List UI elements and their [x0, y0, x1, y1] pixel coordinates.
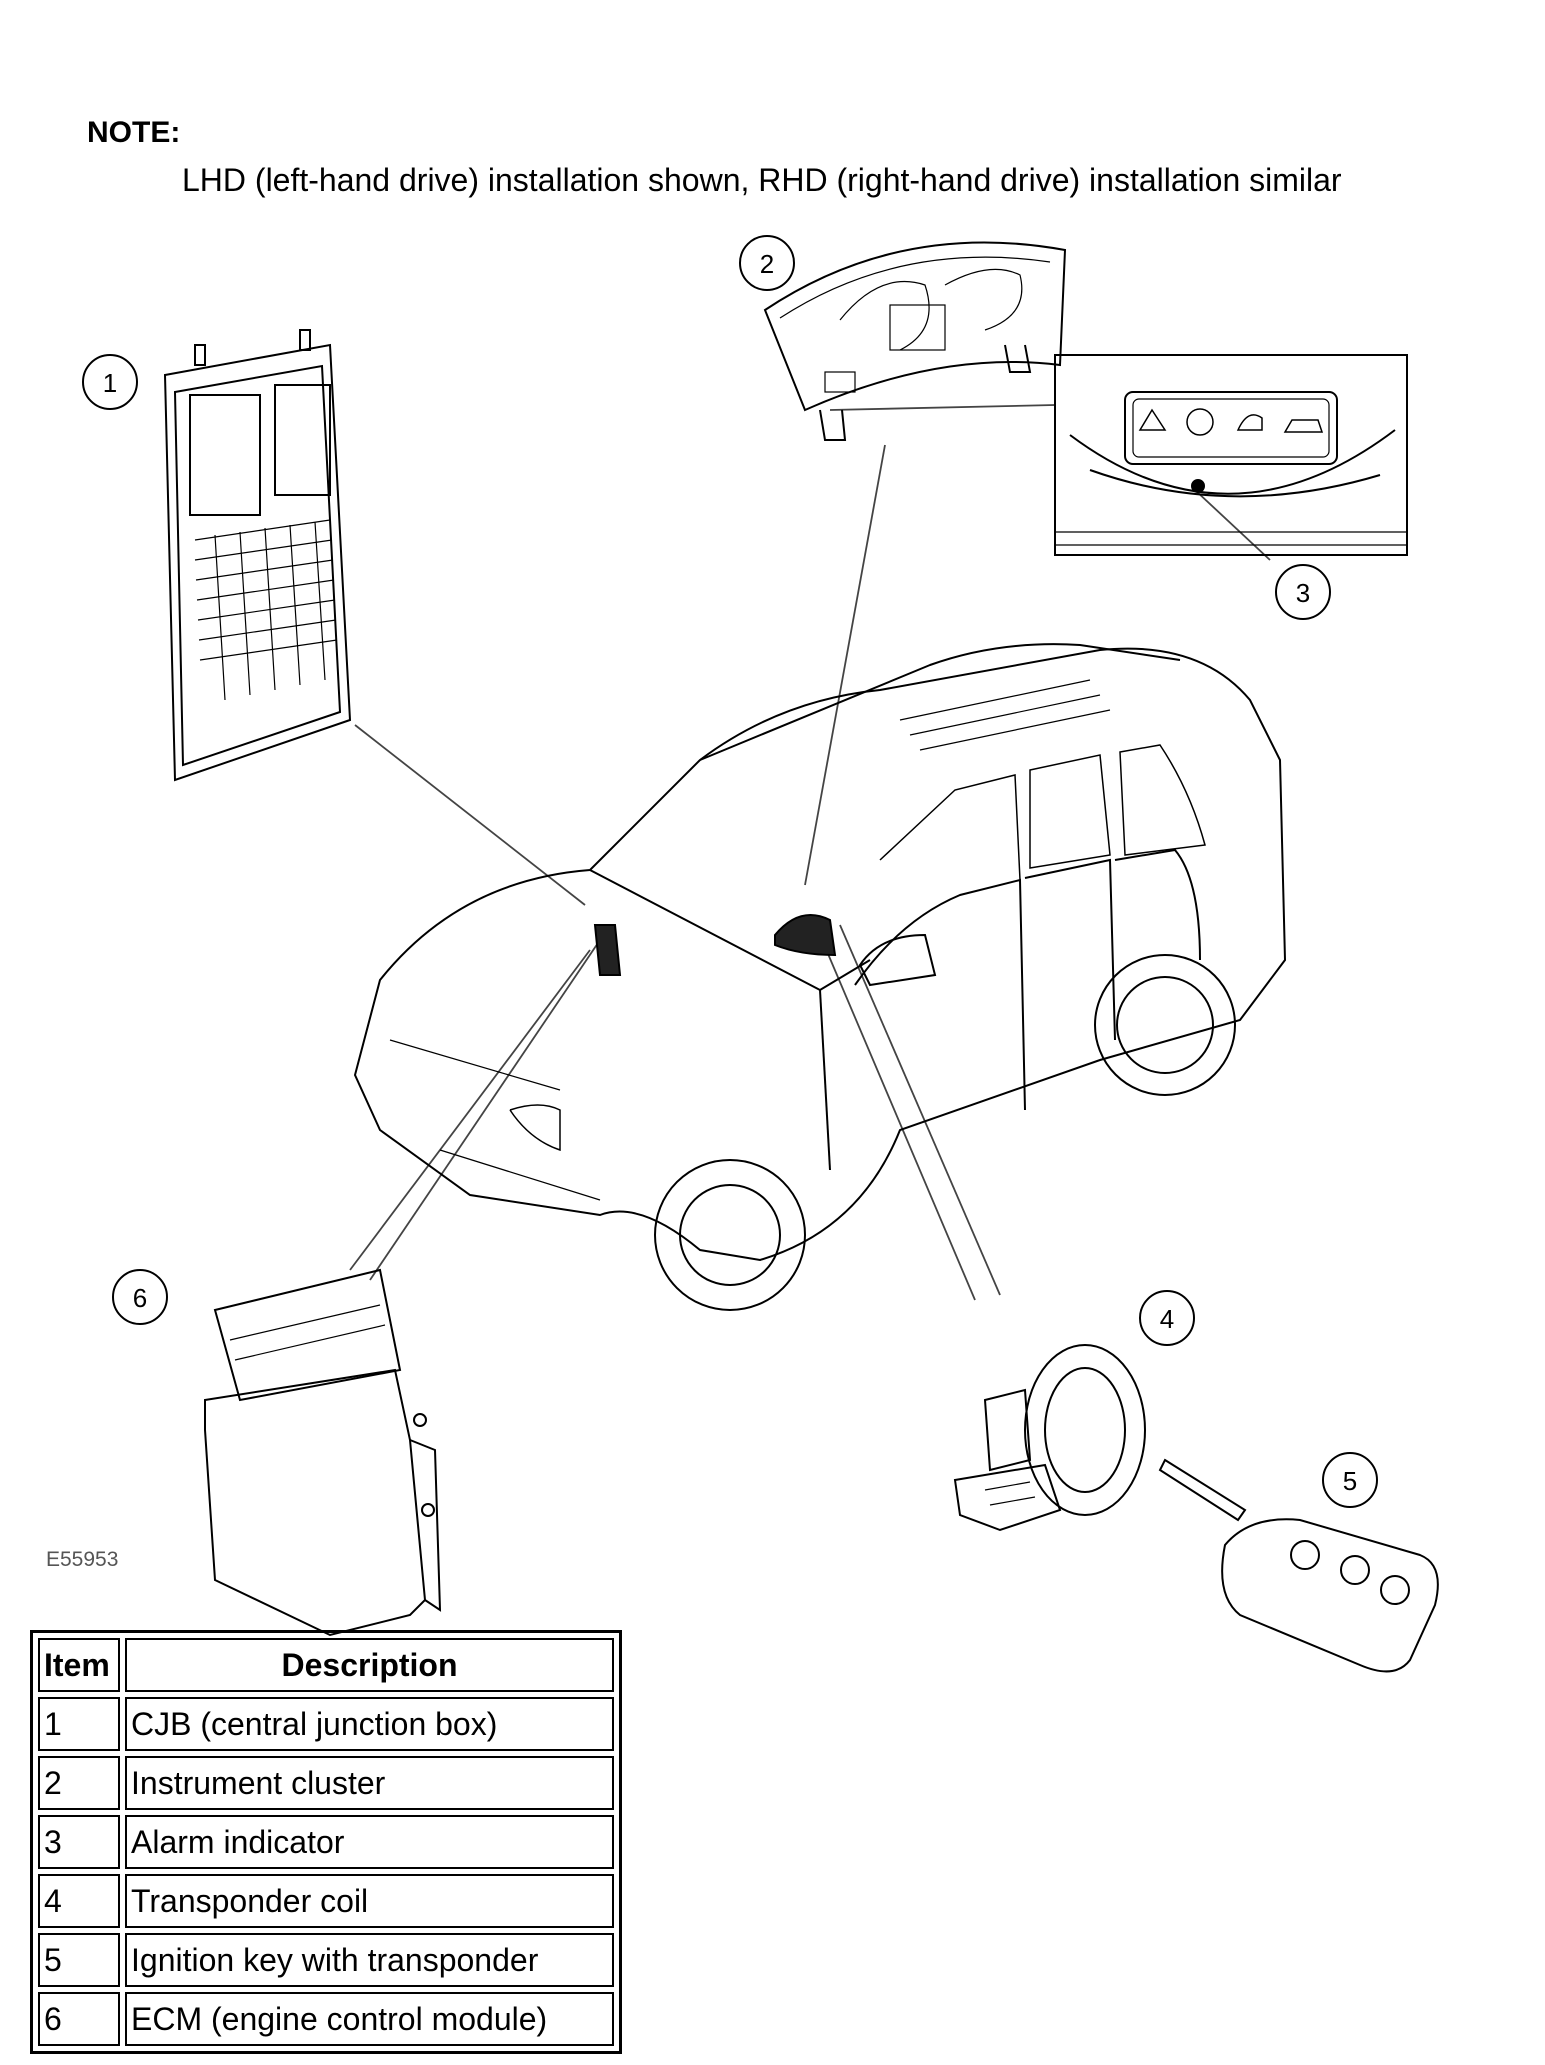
item-number: 6 — [38, 1992, 120, 2046]
cjb-illustration — [163, 329, 352, 782]
callout-4: 4 — [1139, 1290, 1195, 1346]
transponder-coil-illustration — [953, 1344, 1146, 1532]
svg-text:5: 5 — [1343, 1466, 1357, 1496]
item-description: CJB (central junction box) — [125, 1697, 614, 1751]
instrument-cluster-illustration — [763, 241, 1067, 441]
vehicle-illustration — [353, 643, 1287, 1311]
table-row: 2 Instrument cluster — [38, 1756, 614, 1810]
table-row: 6 ECM (engine control module) — [38, 1992, 614, 2046]
leader-lines — [349, 404, 1271, 1301]
item-number: 4 — [38, 1874, 120, 1928]
legend-table: Item Description 1 CJB (central junction… — [30, 1630, 622, 2054]
callout-5: 5 — [1322, 1452, 1378, 1508]
svg-text:1: 1 — [103, 368, 117, 398]
item-description: Transponder coil — [125, 1874, 614, 1928]
item-description: ECM (engine control module) — [125, 1992, 614, 2046]
svg-text:4: 4 — [1160, 1304, 1174, 1334]
table-row: 1 CJB (central junction box) — [38, 1697, 614, 1751]
item-description: Ignition key with transponder — [125, 1933, 614, 1987]
note-title: NOTE: — [87, 116, 181, 149]
table-row: 4 Transponder coil — [38, 1874, 614, 1928]
legend-header-row: Item Description — [38, 1638, 614, 1692]
callout-2: 2 — [739, 235, 795, 291]
header-item: Item — [38, 1638, 120, 1692]
item-number: 3 — [38, 1815, 120, 1869]
item-number: 5 — [38, 1933, 120, 1987]
ignition-key-illustration — [1158, 1458, 1439, 1673]
item-description: Instrument cluster — [125, 1756, 614, 1810]
item-number: 1 — [38, 1697, 120, 1751]
header-description: Description — [125, 1638, 614, 1692]
table-row: 3 Alarm indicator — [38, 1815, 614, 1869]
item-description: Alarm indicator — [125, 1815, 614, 1869]
svg-text:2: 2 — [760, 249, 774, 279]
svg-text:3: 3 — [1296, 578, 1310, 608]
callout-3: 3 — [1275, 564, 1331, 620]
table-row: 5 Ignition key with transponder — [38, 1933, 614, 1987]
callout-6: 6 — [112, 1269, 168, 1325]
item-number: 2 — [38, 1756, 120, 1810]
figure-id: E55953 — [46, 1548, 119, 1571]
alarm-indicator-inset — [1054, 354, 1408, 556]
callout-1: 1 — [82, 354, 138, 410]
ecm-illustration — [204, 1268, 442, 1637]
svg-text:6: 6 — [133, 1283, 147, 1313]
note-text: LHD (left-hand drive) installation shown… — [182, 162, 1342, 198]
